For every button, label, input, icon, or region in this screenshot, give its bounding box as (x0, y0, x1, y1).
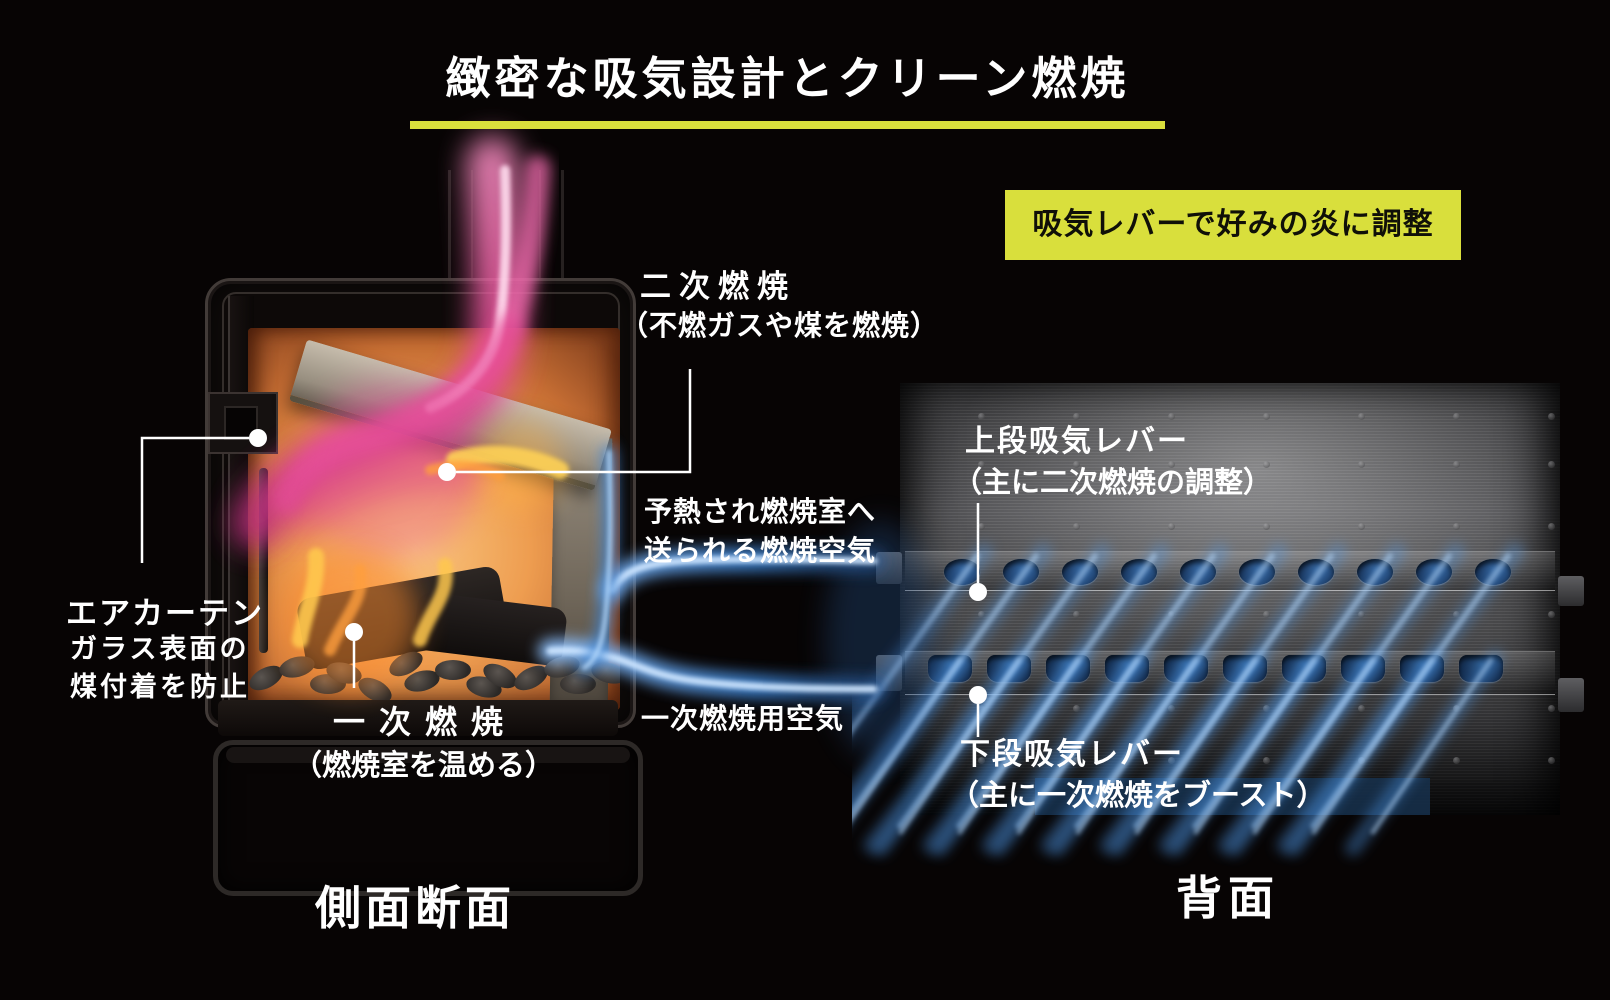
screw (1453, 523, 1460, 530)
screw (1548, 705, 1555, 712)
screw (1358, 461, 1365, 468)
screw (1168, 705, 1175, 712)
screw (1168, 461, 1175, 468)
lever-tab (1558, 678, 1584, 712)
screw (1263, 523, 1270, 530)
flue-duct (448, 170, 564, 280)
screw (978, 705, 985, 712)
screw (1358, 611, 1365, 618)
label-primary-combustion: 一次燃焼 (333, 704, 518, 740)
label-air-curtain-line1: ガラス表面の (70, 634, 250, 664)
screw (1453, 461, 1460, 468)
screw (1358, 523, 1365, 530)
caption-side-view: 側面断面 (315, 882, 515, 934)
label-lower-lever: 下段吸気レバー (960, 738, 1184, 771)
screw (1263, 413, 1270, 420)
label-secondary-combustion: 二次燃焼 (640, 269, 796, 304)
label-secondary-combustion-note: （不燃ガスや煤を燃焼） (620, 310, 940, 341)
screw (978, 413, 985, 420)
coal (277, 652, 317, 682)
label-preheated-air-line2: 送られる燃焼空気 (644, 535, 877, 566)
label-upper-lever: 上段吸気レバー (965, 425, 1189, 458)
screw (1263, 611, 1270, 618)
screw (1548, 461, 1555, 468)
screw (1453, 705, 1460, 712)
screw (1548, 523, 1555, 530)
page-title: 緻密な吸気設計とクリーン燃焼 (445, 53, 1130, 104)
screw (978, 611, 985, 618)
screw (1073, 611, 1080, 618)
label-primary-combustion-note: （燃焼室を温める） (293, 750, 555, 782)
coal (560, 674, 596, 694)
label-upper-lever-note: （主に二次燃焼の調整） (953, 467, 1273, 499)
lever-tab (1558, 576, 1584, 606)
label-primary-air: 一次燃焼用空気 (641, 703, 845, 734)
title-underline (410, 121, 1165, 129)
screw (1263, 461, 1270, 468)
screw (1168, 413, 1175, 420)
screw (1453, 611, 1460, 618)
screw (1453, 413, 1460, 420)
coal (435, 660, 471, 680)
screw (1073, 523, 1080, 530)
label-lower-lever-note: （主に一次燃焼をブースト） (950, 780, 1326, 812)
screw (1548, 757, 1555, 764)
door-handle (259, 468, 268, 653)
lever-tab (876, 655, 902, 691)
screw (1358, 757, 1365, 764)
lever-tab (876, 552, 902, 584)
screw (1453, 757, 1460, 764)
door-hinge (208, 392, 278, 454)
stove-pedestal (213, 740, 643, 896)
screw (1263, 757, 1270, 764)
screw (1168, 611, 1175, 618)
intake-lever-badge: 吸気レバーで好みの炎に調整 (1005, 190, 1461, 260)
screw (1548, 611, 1555, 618)
screw (1263, 705, 1270, 712)
caption-back-view: 背面 (1176, 872, 1280, 924)
screw (1073, 461, 1080, 468)
label-air-curtain-line2: 煤付着を防止 (70, 672, 250, 702)
screw (978, 461, 985, 468)
screw (1168, 523, 1175, 530)
screw (1548, 413, 1555, 420)
screw (978, 523, 985, 530)
label-air-curtain-note: ガラス表面の 煤付着を防止 (70, 630, 250, 706)
label-preheated-air-line1: 予熱され燃焼室へ (644, 496, 877, 527)
label-preheated-air: 予熱され燃焼室へ 送られる燃焼空気 (644, 492, 876, 570)
screw (1073, 705, 1080, 712)
stove-floor (218, 700, 618, 736)
screw (1073, 413, 1080, 420)
screw (1358, 705, 1365, 712)
screw (1358, 413, 1365, 420)
label-air-curtain: エアカーテン (66, 596, 264, 631)
